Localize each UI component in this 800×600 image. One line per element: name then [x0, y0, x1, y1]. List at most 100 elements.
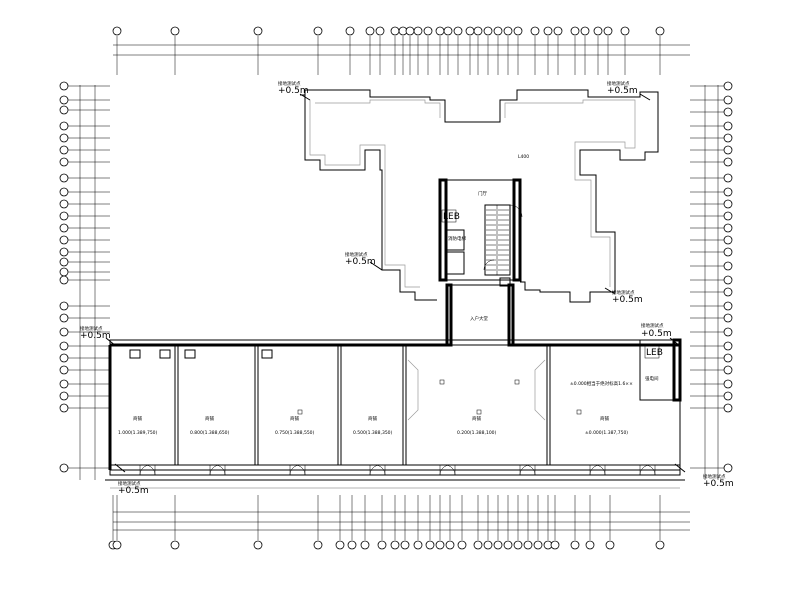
axis-bubble: [112, 26, 122, 75]
axis-bubble: [620, 26, 630, 75]
right-room-label: 强电间: [645, 375, 659, 382]
grounding-point-5: 接地测试点 +0.5m: [641, 322, 681, 347]
gtp-label: 接地测试点: [80, 325, 103, 332]
axis-bubble: [533, 495, 543, 550]
core-stair: [438, 178, 523, 287]
shop-label: 商铺: [205, 415, 214, 422]
axis-bubble: [570, 26, 580, 75]
axis-bubble: [59, 275, 110, 285]
axis-bubble: [690, 463, 733, 473]
axis-bubble: [550, 495, 560, 550]
axis-bubble: [59, 301, 110, 311]
axis-bubble: [59, 157, 110, 167]
axis-bubble: [690, 133, 733, 143]
axis-bubble: [59, 391, 110, 401]
axis-bubble: [580, 26, 590, 75]
led-right: LEB: [644, 345, 663, 359]
gtp-value: +0.5m: [607, 86, 638, 96]
axis-bubble: [59, 173, 110, 183]
axis-bubble: [112, 495, 122, 550]
axis-bubble: [443, 26, 453, 75]
axis-bubble: [59, 199, 110, 209]
axis-bubble: [405, 26, 415, 75]
distribution-panel: [261, 349, 273, 359]
level-label: L400: [518, 154, 529, 160]
axis-bubble: [690, 173, 733, 183]
right-dimension-lines: [704, 85, 719, 480]
axis-bubble: [453, 26, 463, 75]
axis-bubble: [530, 26, 540, 75]
gtp-label: 接地测试点: [118, 480, 141, 487]
axis-bubble: [553, 26, 563, 75]
door-swing: [289, 464, 301, 476]
door-swing: [214, 464, 226, 476]
axis-bubble: [655, 495, 665, 550]
axis-bubble: [335, 495, 345, 550]
door-swing: [369, 464, 381, 476]
axis-bubble: [473, 26, 483, 75]
door-swing: [589, 464, 601, 476]
axis-bubble: [513, 26, 523, 75]
axis-bubble: [59, 463, 110, 473]
tower-outline: [300, 89, 659, 303]
axis-bubble: [445, 495, 455, 550]
axis-bubble: [690, 121, 733, 131]
axis-bubble: [570, 495, 580, 550]
gtp-value: +0.5m: [641, 329, 672, 339]
axis-bubble: [690, 327, 733, 337]
distribution-panel: [159, 349, 171, 359]
left-dimension-lines: [79, 85, 96, 480]
axis-bubble: [457, 495, 467, 550]
grounding-point-1: 接地测试点 +0.5m: [278, 80, 311, 101]
axis-bubble: [690, 275, 733, 285]
grounding-point-7: 接地测试点 +0.5m: [114, 463, 149, 496]
axis-bubble: [59, 257, 110, 267]
led-left-label: LEB: [443, 212, 460, 222]
axis-bubble: [59, 81, 110, 91]
gtp-label: 接地测试点: [278, 80, 301, 87]
distribution-panel: [129, 349, 141, 359]
left-axis-system: [59, 81, 110, 473]
axis-bubble: [398, 26, 408, 75]
gtp-value: +0.5m: [278, 86, 309, 96]
axis-bubble: [465, 26, 475, 75]
axis-bubble: [347, 495, 357, 550]
axis-bubble: [59, 379, 110, 389]
axis-bubble: [59, 235, 110, 245]
axis-bubble: [543, 26, 553, 75]
axis-bubble: [59, 95, 110, 105]
axis-bubble: [690, 107, 733, 117]
shop-elevation: 0.200(1.388,100): [457, 430, 497, 436]
distribution-panel: [184, 349, 196, 359]
axis-bubble: [690, 261, 733, 271]
door-swing: [444, 464, 456, 476]
axis-bubble: [690, 365, 733, 375]
axis-bubble: [59, 223, 110, 233]
axis-bubble: [690, 403, 733, 413]
axis-bubble: [483, 495, 493, 550]
grounding-point-4: 接地测试点 +0.5m: [604, 287, 643, 305]
grounding-point-3: 接地测试点 +0.5m: [345, 251, 383, 271]
elevation-note: ±0.000相当于绝对标高1.6××: [570, 380, 633, 387]
gtp-label: 接地测试点: [703, 473, 726, 480]
axis-bubble: [503, 495, 513, 550]
axis-bubble: [690, 301, 733, 311]
axis-bubble: [345, 26, 355, 75]
fire-label: 消防电梯: [448, 235, 466, 242]
axis-bubble: [503, 26, 513, 75]
axis-bubble: [400, 495, 410, 550]
axis-bubble: [59, 121, 110, 131]
axis-bubble: [690, 157, 733, 167]
podium: [105, 338, 685, 489]
axis-bubble: [59, 105, 110, 115]
axis-bubble: [59, 187, 110, 197]
axis-bubble: [170, 26, 180, 75]
entrance-lobby: 入户大堂: [445, 283, 515, 347]
axis-bubble: [253, 26, 263, 75]
bottom-dimension-lines: [113, 511, 690, 531]
shop-label: 商铺: [133, 415, 142, 422]
axis-bubble: [690, 145, 733, 155]
shop-labels: 商铺1.000(1.389,750)商铺0.800(1.388,650)商铺0.…: [118, 415, 628, 436]
axis-bubble: [170, 495, 180, 550]
